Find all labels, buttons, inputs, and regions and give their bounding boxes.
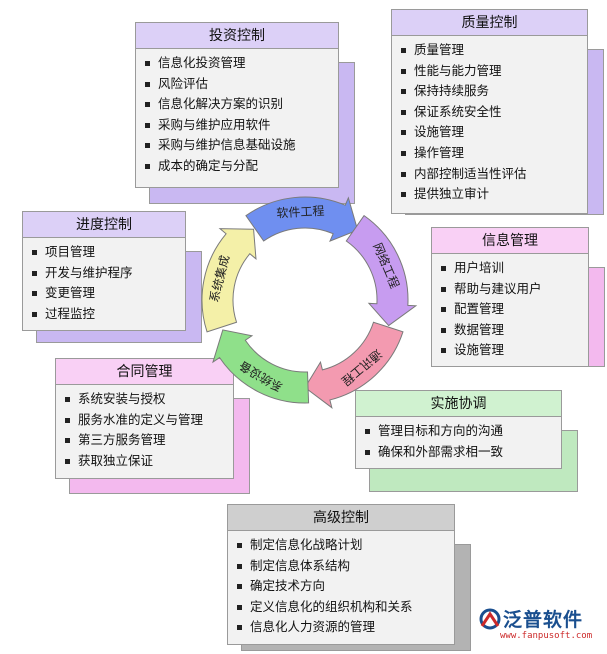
list-item: 服务水准的定义与管理 <box>56 410 233 431</box>
senior-control-title: 高级控制 <box>227 504 455 531</box>
list-item: 采购与维护信息基础设施 <box>136 135 338 156</box>
logo-icon <box>479 608 501 630</box>
list-item: 管理目标和方向的沟通 <box>356 421 561 442</box>
list-item: 内部控制适当性评估 <box>392 164 587 185</box>
list-item: 系统安装与授权 <box>56 389 233 410</box>
cycle-arrow <box>345 214 418 327</box>
company-logo: 泛普软件 www.fanpusoft.com <box>478 604 603 646</box>
list-item: 成本的确定与分配 <box>136 156 338 177</box>
cycle-arrow <box>212 329 310 404</box>
list-item: 过程监控 <box>23 304 185 325</box>
list-item: 帮助与建议用户 <box>432 279 588 300</box>
information-management-list: 用户培训 帮助与建议用户 配置管理 数据管理 设施管理 <box>432 258 588 361</box>
information-management-title: 信息管理 <box>431 227 589 254</box>
list-item: 开发与维护程序 <box>23 263 185 284</box>
senior-control-list: 制定信息化战略计划 制定信息体系结构 确定技术方向 定义信息化的组织机构和关系 … <box>228 535 454 638</box>
list-item: 第三方服务管理 <box>56 430 233 451</box>
progress-control-title: 进度控制 <box>22 211 186 238</box>
investment-control-list: 信息化投资管理 风险评估 信息化解决方案的识别 采购与维护应用软件 采购与维护信… <box>136 53 338 177</box>
list-item: 性能与能力管理 <box>392 61 587 82</box>
list-item: 保持持续服务 <box>392 81 587 102</box>
implementation-coordination-box: 实施协调 管理目标和方向的沟通 确保和外部需求相一致 <box>355 390 578 492</box>
implementation-coordination-title: 实施协调 <box>355 390 562 417</box>
list-item: 配置管理 <box>432 299 588 320</box>
cycle-label: 软件工程 <box>276 203 325 220</box>
contract-management-box: 合同管理 系统安装与授权 服务水准的定义与管理 第三方服务管理 获取独立保证 <box>55 358 250 494</box>
list-item: 用户培训 <box>432 258 588 279</box>
investment-control-box: 投资控制 信息化投资管理 风险评估 信息化解决方案的识别 采购与维护应用软件 采… <box>135 22 355 204</box>
list-item: 信息化人力资源的管理 <box>228 617 454 638</box>
list-item: 确保和外部需求相一致 <box>356 442 561 463</box>
list-item: 信息化投资管理 <box>136 53 338 74</box>
contract-management-list: 系统安装与授权 服务水准的定义与管理 第三方服务管理 获取独立保证 <box>56 389 233 471</box>
list-item: 确定技术方向 <box>228 576 454 597</box>
list-item: 制定信息化战略计划 <box>228 535 454 556</box>
investment-control-title: 投资控制 <box>135 22 339 49</box>
list-item: 采购与维护应用软件 <box>136 115 338 136</box>
cycle-arrow <box>201 228 257 333</box>
list-item: 保证系统安全性 <box>392 102 587 123</box>
list-item: 定义信息化的组织机构和关系 <box>228 597 454 618</box>
list-item: 设施管理 <box>392 122 587 143</box>
quality-control-title: 质量控制 <box>391 9 588 36</box>
list-item: 质量管理 <box>392 40 587 61</box>
logo-name: 泛普软件 <box>503 609 584 631</box>
contract-management-title: 合同管理 <box>55 358 234 385</box>
logo-url: www.fanpusoft.com <box>500 631 593 641</box>
list-item: 变更管理 <box>23 283 185 304</box>
information-management-box: 信息管理 用户培训 帮助与建议用户 配置管理 数据管理 设施管理 <box>431 227 605 367</box>
quality-control-list: 质量管理 性能与能力管理 保持持续服务 保证系统安全性 设施管理 操作管理 内部… <box>392 40 587 205</box>
progress-control-box: 进度控制 项目管理 开发与维护程序 变更管理 过程监控 <box>22 211 202 343</box>
quality-control-box: 质量控制 质量管理 性能与能力管理 保持持续服务 保证系统安全性 设施管理 操作… <box>391 9 604 215</box>
list-item: 风险评估 <box>136 74 338 95</box>
progress-control-list: 项目管理 开发与维护程序 变更管理 过程监控 <box>23 242 185 324</box>
list-item: 操作管理 <box>392 143 587 164</box>
senior-control-box: 高级控制 制定信息化战略计划 制定信息体系结构 确定技术方向 定义信息化的组织机… <box>227 504 471 651</box>
implementation-coordination-list: 管理目标和方向的沟通 确保和外部需求相一致 <box>356 421 561 462</box>
list-item: 提供独立审计 <box>392 184 587 205</box>
list-item: 信息化解决方案的识别 <box>136 94 338 115</box>
list-item: 制定信息体系结构 <box>228 556 454 577</box>
list-item: 获取独立保证 <box>56 451 233 472</box>
list-item: 项目管理 <box>23 242 185 263</box>
list-item: 设施管理 <box>432 340 588 361</box>
list-item: 数据管理 <box>432 320 588 341</box>
cycle-arrow <box>245 196 359 242</box>
cycle-arrow <box>304 321 404 409</box>
